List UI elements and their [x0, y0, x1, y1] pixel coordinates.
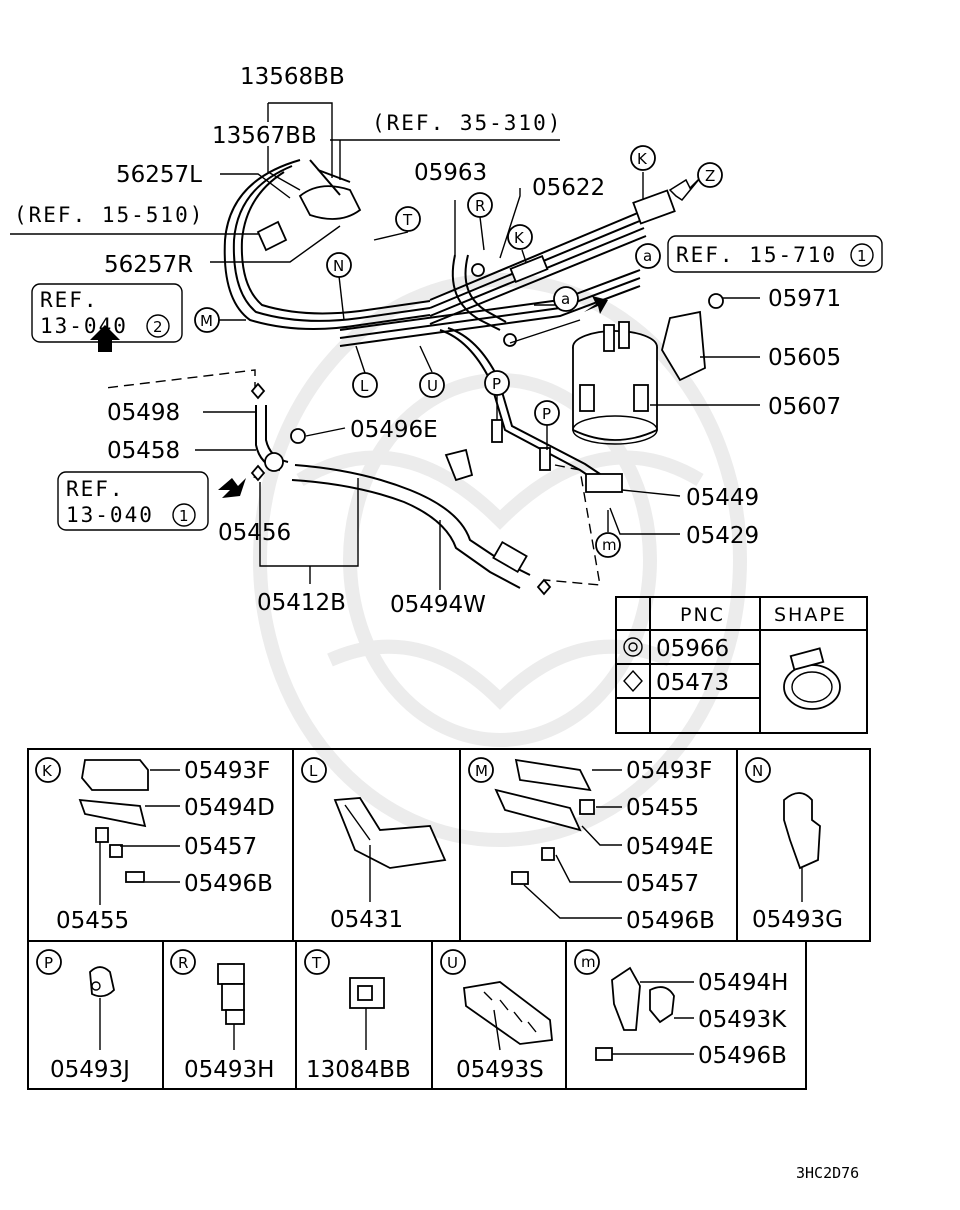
main-assembly [90, 159, 724, 596]
panel-N-label: N [752, 762, 763, 780]
panel-P-label: P [44, 954, 53, 972]
marker-m: m [602, 536, 617, 554]
marker-K-mid: K [514, 229, 525, 247]
panel-K-label: K [42, 762, 53, 780]
marker-a: a [561, 290, 570, 308]
marker-L: L [360, 377, 369, 395]
panel-M-part-3: 05494E [626, 834, 714, 860]
callout-05605: 05605 [768, 345, 841, 371]
pnc-row-2: 05473 [656, 670, 729, 696]
panel-R: R 05493H [170, 949, 274, 1083]
panel-K-part-5: 05455 [56, 908, 129, 934]
callout-05496E: 05496E [350, 417, 438, 443]
callout-05429: 05429 [686, 523, 759, 549]
ref-15-710: REF. 15-710 [676, 243, 837, 267]
shape-header: SHAPE [774, 604, 847, 626]
panel-T-part-1: 13084BB [306, 1057, 411, 1083]
panel-m-part-1: 05494H [698, 970, 788, 996]
marker-K-top: K [637, 150, 648, 168]
panel-K-part-4: 05496B [184, 871, 273, 897]
callout-05458: 05458 [107, 438, 180, 464]
panel-N: N 05493G [745, 757, 843, 933]
callout-05498: 05498 [107, 400, 180, 426]
ref-35-310: (REF. 35-310) [372, 111, 562, 135]
panel-R-part-1: 05493H [184, 1057, 274, 1083]
callout-05622: 05622 [532, 175, 605, 201]
callout-labels: 13568BB 13567BB 56257L 56257R 05963 0562… [104, 64, 841, 618]
panel-T-label: T [311, 954, 322, 972]
leader-lines [10, 102, 760, 590]
panel-K-part-3: 05457 [184, 834, 257, 860]
panel-m-part-3: 05496B [698, 1043, 787, 1069]
callout-13567BB: 13567BB [212, 123, 317, 149]
panel-M-part-4: 05457 [626, 871, 699, 897]
ref-15-710-index: 1 [857, 247, 867, 265]
panel-T: T 13084BB [304, 949, 411, 1083]
diamond-icon [623, 669, 643, 693]
ref-13-040b-index: 1 [179, 507, 189, 525]
panel-K-part-2: 05494D [184, 795, 275, 821]
callout-13568BB: 13568BB [240, 64, 345, 90]
ref-13-040a-index: 2 [153, 318, 163, 336]
ref-13-040b-line1: REF. [66, 477, 125, 501]
ref-15-510: (REF. 15-510) [14, 203, 204, 227]
panel-M: M 05493F 05455 05494E 05457 05496B [468, 757, 715, 934]
panel-L-part-1: 05431 [330, 907, 403, 933]
panel-L-label: L [309, 762, 318, 780]
marker-T: T [402, 211, 413, 229]
panel-m-label: m [581, 953, 596, 971]
panel-U-label: U [447, 954, 458, 972]
panel-P: P 05493J [36, 949, 130, 1083]
marker-Z: Z [705, 167, 715, 185]
marker-a-ref: a [643, 247, 652, 265]
callout-05607: 05607 [768, 394, 841, 420]
panel-M-part-1: 05493F [626, 758, 712, 784]
panel-P-part-1: 05493J [50, 1057, 130, 1083]
panel-L: L 05431 [301, 757, 447, 933]
circle-markers: K Z R K T N M L U P P a a m [194, 145, 723, 558]
panel-m: m 05494H 05493K 05496B [574, 949, 788, 1069]
panel-U-part-1: 05493S [456, 1057, 544, 1083]
panel-M-part-2: 05455 [626, 795, 699, 821]
marker-U: U [427, 377, 438, 395]
callout-05412B: 05412B [257, 590, 346, 616]
ref-13-040b-line2: 13-040 [66, 503, 154, 527]
marker-N: N [333, 257, 344, 275]
hose-clamp-shape-icon [783, 647, 841, 710]
panel-R-label: R [178, 954, 188, 972]
detail-grid [27, 748, 871, 1090]
pnc-header: PNC [680, 604, 725, 626]
marker-R: R [475, 197, 485, 215]
callout-05456: 05456 [218, 520, 291, 546]
panel-K: K 05493F 05494D 05457 05496B 05455 [35, 757, 275, 934]
callout-05494W: 05494W [390, 592, 486, 618]
drawing-code: 3HC2D76 [796, 1164, 859, 1182]
panel-K-part-1: 05493F [184, 758, 270, 784]
callout-56257L: 56257L [116, 162, 202, 188]
panel-m-part-2: 05493K [698, 1007, 787, 1033]
panel-M-label: M [475, 762, 488, 780]
ref-13-040a-line1: REF. [40, 288, 99, 312]
pnc-table: PNC SHAPE 05966 05473 [615, 596, 868, 734]
ref-13-040a-line2: 13-040 [40, 314, 128, 338]
callout-56257R: 56257R [104, 252, 193, 278]
marker-M: M [200, 312, 213, 330]
marker-P-2: P [542, 405, 551, 423]
marker-P-1: P [492, 375, 501, 393]
double-circle-icon [623, 637, 643, 657]
callout-05971: 05971 [768, 286, 841, 312]
panel-M-part-5: 05496B [626, 908, 715, 934]
panel-U: U 05493S [440, 949, 553, 1083]
reference-labels: (REF. 35-310) (REF. 15-510) REF. 15-710 … [14, 111, 883, 531]
pnc-row-1: 05966 [656, 636, 729, 662]
panel-N-part-1: 05493G [752, 907, 843, 933]
callout-05449: 05449 [686, 485, 759, 511]
callout-05963: 05963 [414, 160, 487, 186]
